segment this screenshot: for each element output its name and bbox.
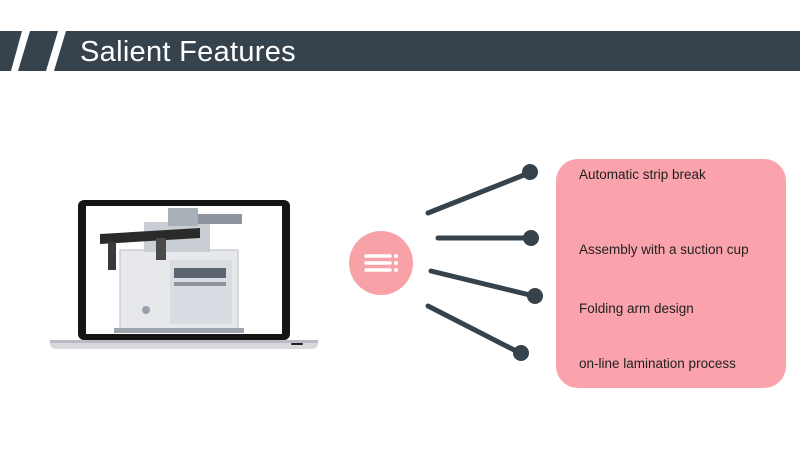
list-lines-icon — [364, 254, 398, 272]
connector-dot — [513, 345, 529, 361]
header-bar: Salient Features — [0, 31, 800, 71]
page-title: Salient Features — [80, 36, 296, 68]
connector-dot — [522, 164, 538, 180]
hub-circle — [349, 231, 413, 295]
header-bar-shape — [0, 31, 800, 71]
feature-item: on-line lamination process — [579, 356, 736, 371]
features-panel: Automatic strip break Assembly with a su… — [556, 159, 786, 388]
connector-dot — [527, 288, 543, 304]
connector-dot — [523, 230, 539, 246]
machine-photo-icon — [86, 206, 282, 334]
feature-item: Folding arm design — [579, 301, 694, 316]
feature-item: Automatic strip break — [579, 167, 706, 182]
feature-item: Assembly with a suction cup — [579, 242, 749, 257]
laptop-illustration — [48, 198, 320, 350]
